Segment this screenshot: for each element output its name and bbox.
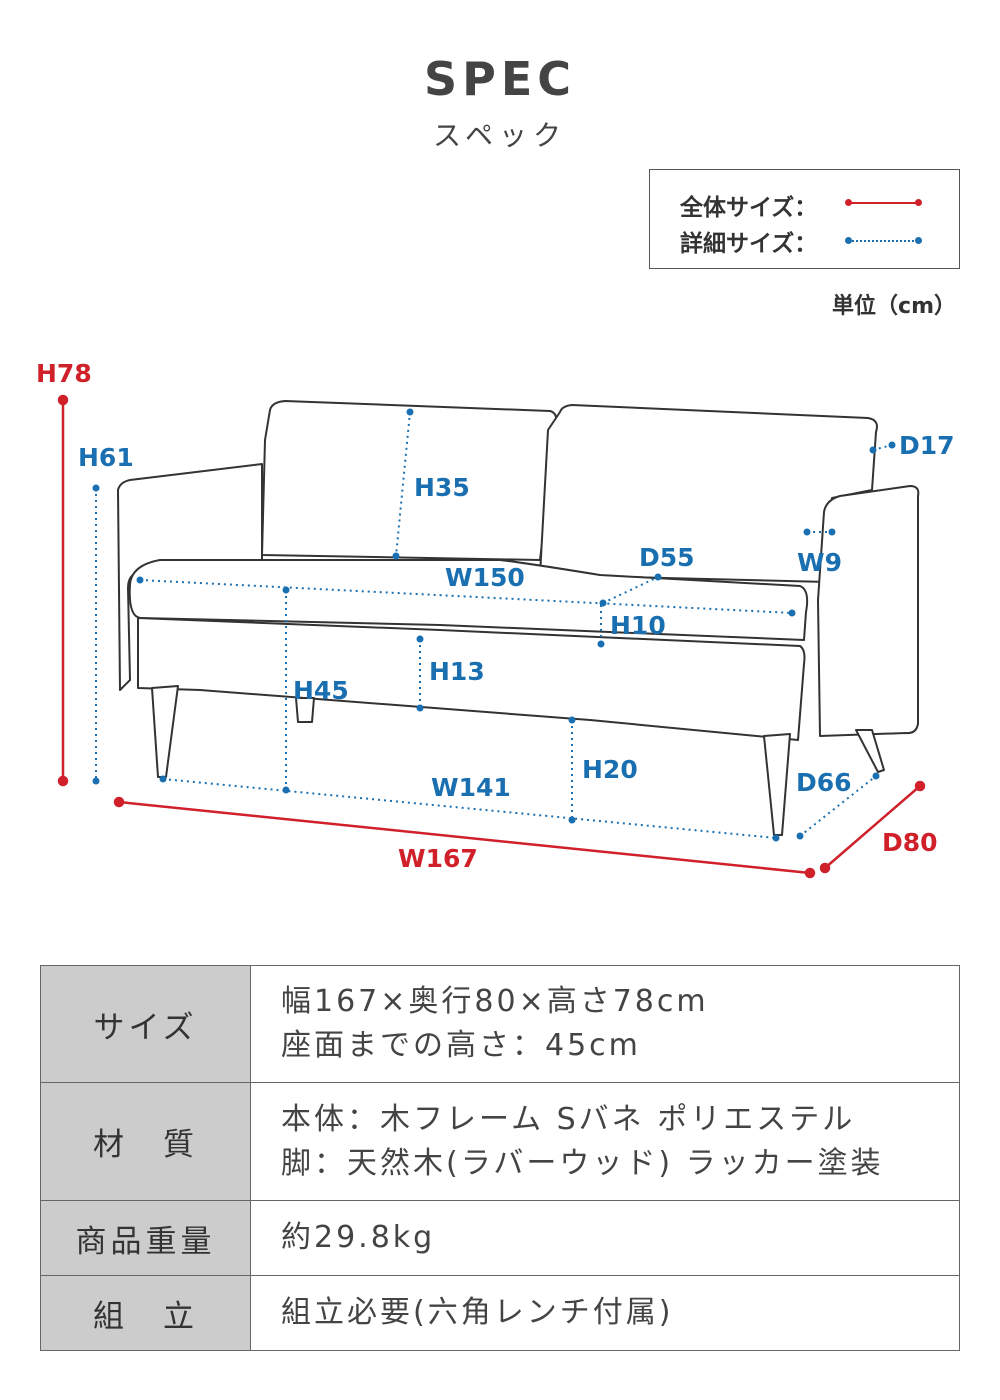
legend-detail-label: 詳細サイズ： xyxy=(680,231,818,257)
overall-depth-label: D80 xyxy=(882,828,938,857)
spec-label-assembly: 組 立 xyxy=(40,1275,251,1351)
legend-overall-label: 全体サイズ： xyxy=(680,195,818,221)
spec-row-material: 材 質 本体：木フレーム Sバネ ポリエステル 脚：天然木(ラバーウッド) ラッ… xyxy=(40,1082,960,1201)
leg-depth-label: D66 xyxy=(796,768,852,797)
legend-overall-dot-left xyxy=(845,199,852,206)
spec-row-assembly: 組 立 組立必要(六角レンチ付属) xyxy=(40,1275,960,1351)
spec-row-size: サイズ 幅167×奥行80×高さ78cm 座面までの高さ：45cm xyxy=(40,965,960,1083)
legend-overall-dot-right xyxy=(915,199,922,206)
seat-cushion-height-label: H10 xyxy=(610,611,666,640)
spec-value-line: 組立必要(六角レンチ付属) xyxy=(281,1295,674,1330)
detail-dimension-dots xyxy=(92,408,896,842)
spec-value-size: 幅167×奥行80×高さ78cm 座面までの高さ：45cm xyxy=(250,965,960,1083)
page-subtitle: スペック xyxy=(432,119,568,152)
spec-row-weight: 商品重量 約29.8kg xyxy=(40,1200,960,1276)
legend-detail-dot-left xyxy=(845,237,852,244)
detail-dimension-lines xyxy=(95,411,893,839)
sofa-illustration xyxy=(117,400,920,836)
overall-height-label: H78 xyxy=(36,359,92,388)
spec-label-weight: 商品重量 xyxy=(40,1200,251,1276)
spec-label-material: 材 質 xyxy=(40,1082,251,1201)
spec-value-weight: 約29.8kg xyxy=(250,1200,960,1276)
back-cushion-height-label: H35 xyxy=(414,473,470,502)
sofa-dimension-diagram: H78 W167 D80 H61 H35 D17 D55 W9 W150 H10… xyxy=(36,359,955,879)
spec-value-assembly: 組立必要(六角レンチ付属) xyxy=(250,1275,960,1351)
frame-height-label: H13 xyxy=(429,657,485,686)
arm-height-label: H61 xyxy=(78,443,134,472)
dimension-legend: 全体サイズ： 詳細サイズ： xyxy=(649,169,960,269)
legend-overall-line xyxy=(848,202,918,204)
arm-depth-label: D17 xyxy=(899,431,955,460)
spec-value-line: 幅167×奥行80×高さ78cm xyxy=(281,984,709,1019)
page-title: SPEC xyxy=(423,52,577,106)
spec-table: サイズ 幅167×奥行80×高さ78cm 座面までの高さ：45cm 材 質 本体… xyxy=(40,965,960,1351)
spec-value-line: 脚：天然木(ラバーウッド) ラッカー塗装 xyxy=(281,1145,884,1181)
legend-detail-line xyxy=(848,240,918,242)
spec-value-line: 座面までの高さ：45cm xyxy=(281,1028,641,1063)
leg-height-label: H20 xyxy=(582,755,638,784)
seat-height-label: H45 xyxy=(293,676,349,705)
arm-width-label: W9 xyxy=(797,548,842,577)
unit-label: 単位（cm） xyxy=(832,294,956,319)
spec-value-line: 本体：木フレーム Sバネ ポリエステル xyxy=(281,1101,856,1137)
leg-width-label: W141 xyxy=(431,773,511,802)
spec-label-size: サイズ xyxy=(40,965,251,1083)
overall-dimension-lines xyxy=(57,394,926,879)
seat-depth-label: D55 xyxy=(639,543,695,572)
seat-width-label: W150 xyxy=(445,563,525,592)
legend-detail-dot-right xyxy=(915,237,922,244)
spec-value-material: 本体：木フレーム Sバネ ポリエステル 脚：天然木(ラバーウッド) ラッカー塗装 xyxy=(250,1082,960,1201)
overall-width-label: W167 xyxy=(398,844,478,873)
spec-value-line: 約29.8kg xyxy=(281,1220,436,1255)
